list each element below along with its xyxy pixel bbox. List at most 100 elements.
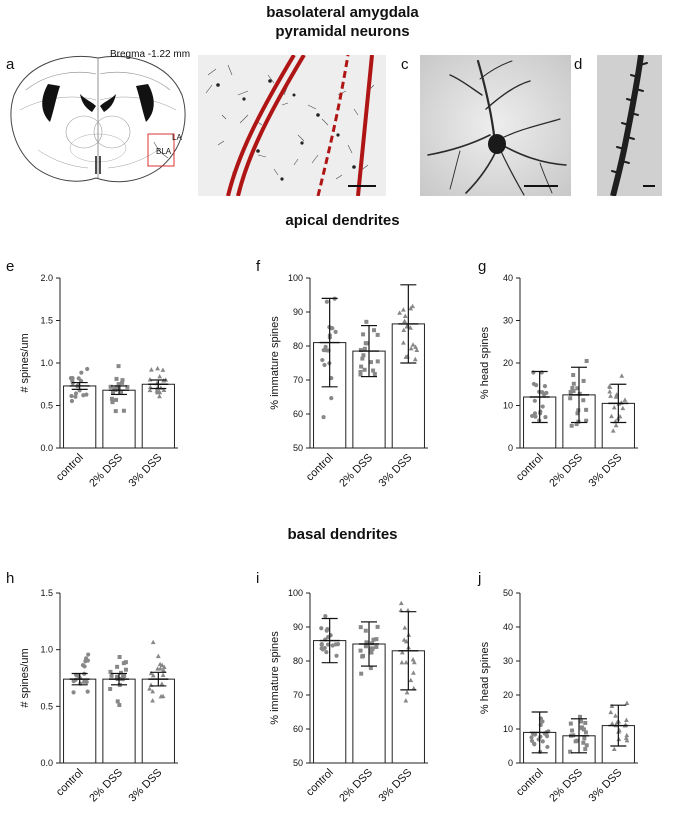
data-point	[531, 381, 536, 387]
y-tick-label: 50	[293, 443, 303, 453]
data-point	[155, 653, 161, 659]
y-tick-label: 1.0	[40, 645, 53, 655]
data-point	[333, 329, 338, 334]
y-axis-label: # spines/um	[19, 333, 31, 392]
micrograph-dendrite-d	[597, 55, 662, 196]
data-point	[410, 303, 415, 309]
x-tick-label: 2% DSS	[87, 767, 125, 805]
data-point	[583, 747, 588, 752]
data-point	[119, 390, 124, 395]
la-label: LA	[172, 133, 182, 142]
data-point	[399, 650, 405, 655]
data-point	[361, 332, 366, 337]
data-point	[620, 405, 626, 411]
x-tick-label: 2% DSS	[337, 767, 375, 805]
x-tick-label: 2% DSS	[337, 452, 375, 490]
data-point	[577, 391, 582, 396]
data-point	[624, 700, 630, 705]
panel-label-j: j	[478, 570, 482, 587]
data-point	[358, 348, 363, 353]
y-tick-label: 50	[293, 758, 303, 768]
data-point	[400, 307, 406, 312]
y-tick-label: 30	[503, 316, 513, 326]
data-point	[159, 681, 165, 686]
data-point	[115, 664, 120, 669]
data-point	[607, 383, 612, 389]
data-point	[575, 738, 580, 743]
data-point	[583, 720, 588, 725]
data-point	[408, 345, 414, 351]
data-point	[154, 388, 160, 393]
data-point	[108, 384, 113, 389]
data-point	[402, 318, 407, 323]
data-point	[119, 670, 124, 675]
data-point	[408, 325, 413, 330]
y-tick-label: 20	[503, 690, 513, 700]
data-point	[148, 367, 154, 372]
data-point	[117, 655, 122, 660]
data-point	[401, 327, 407, 332]
bla-label: BLA	[156, 147, 172, 156]
data-point	[122, 673, 127, 678]
x-tick-label: 2% DSS	[87, 452, 125, 490]
data-point	[529, 735, 534, 740]
data-point	[79, 370, 84, 375]
data-point	[125, 384, 130, 389]
data-point	[402, 625, 408, 630]
y-tick-label: 80	[293, 656, 303, 666]
data-point	[608, 393, 613, 398]
y-tick-label: 70	[293, 375, 303, 385]
data-point	[575, 386, 580, 391]
brain-section-diagram	[10, 55, 186, 183]
data-point	[150, 639, 156, 645]
data-point	[322, 362, 327, 368]
data-point	[116, 382, 121, 387]
data-point	[584, 358, 589, 363]
data-point	[368, 646, 373, 651]
data-point	[374, 644, 379, 649]
data-point	[369, 650, 374, 655]
data-point	[368, 360, 373, 365]
data-point	[114, 376, 119, 381]
y-tick-label: 1.0	[40, 358, 53, 368]
data-point	[611, 404, 617, 410]
y-tick-label: 40	[503, 622, 513, 632]
data-point	[73, 394, 78, 399]
panel-label-i: i	[256, 570, 260, 587]
data-point	[160, 367, 166, 372]
data-point	[571, 389, 576, 394]
data-point	[114, 385, 119, 390]
data-point	[108, 686, 113, 691]
data-point	[532, 398, 537, 403]
data-point	[412, 356, 418, 362]
data-point	[371, 368, 376, 373]
data-point	[364, 319, 369, 324]
data-point	[574, 422, 579, 427]
data-point	[362, 346, 367, 351]
bar-2	[141, 678, 175, 764]
data-point	[530, 413, 535, 419]
data-point	[398, 600, 404, 606]
data-point	[403, 659, 409, 665]
data-point	[397, 310, 402, 315]
y-tick-label: 10	[503, 724, 513, 734]
panel-label-g: g	[478, 258, 487, 275]
y-tick-label: 0	[508, 758, 513, 768]
y-axis-label: % immature spines	[269, 316, 281, 410]
data-point	[584, 743, 589, 748]
data-point	[364, 640, 369, 645]
y-tick-label: 40	[503, 273, 513, 283]
y-tick-label: 80	[293, 341, 303, 351]
data-point	[160, 693, 166, 699]
data-point	[403, 698, 409, 703]
micrograph-neuron-c	[420, 55, 571, 196]
data-point	[85, 366, 90, 372]
data-point	[359, 671, 364, 676]
data-point	[109, 673, 114, 678]
data-point	[108, 669, 113, 674]
bar-1	[102, 678, 136, 764]
section-apical-dendrites: apical dendrites	[285, 212, 400, 229]
